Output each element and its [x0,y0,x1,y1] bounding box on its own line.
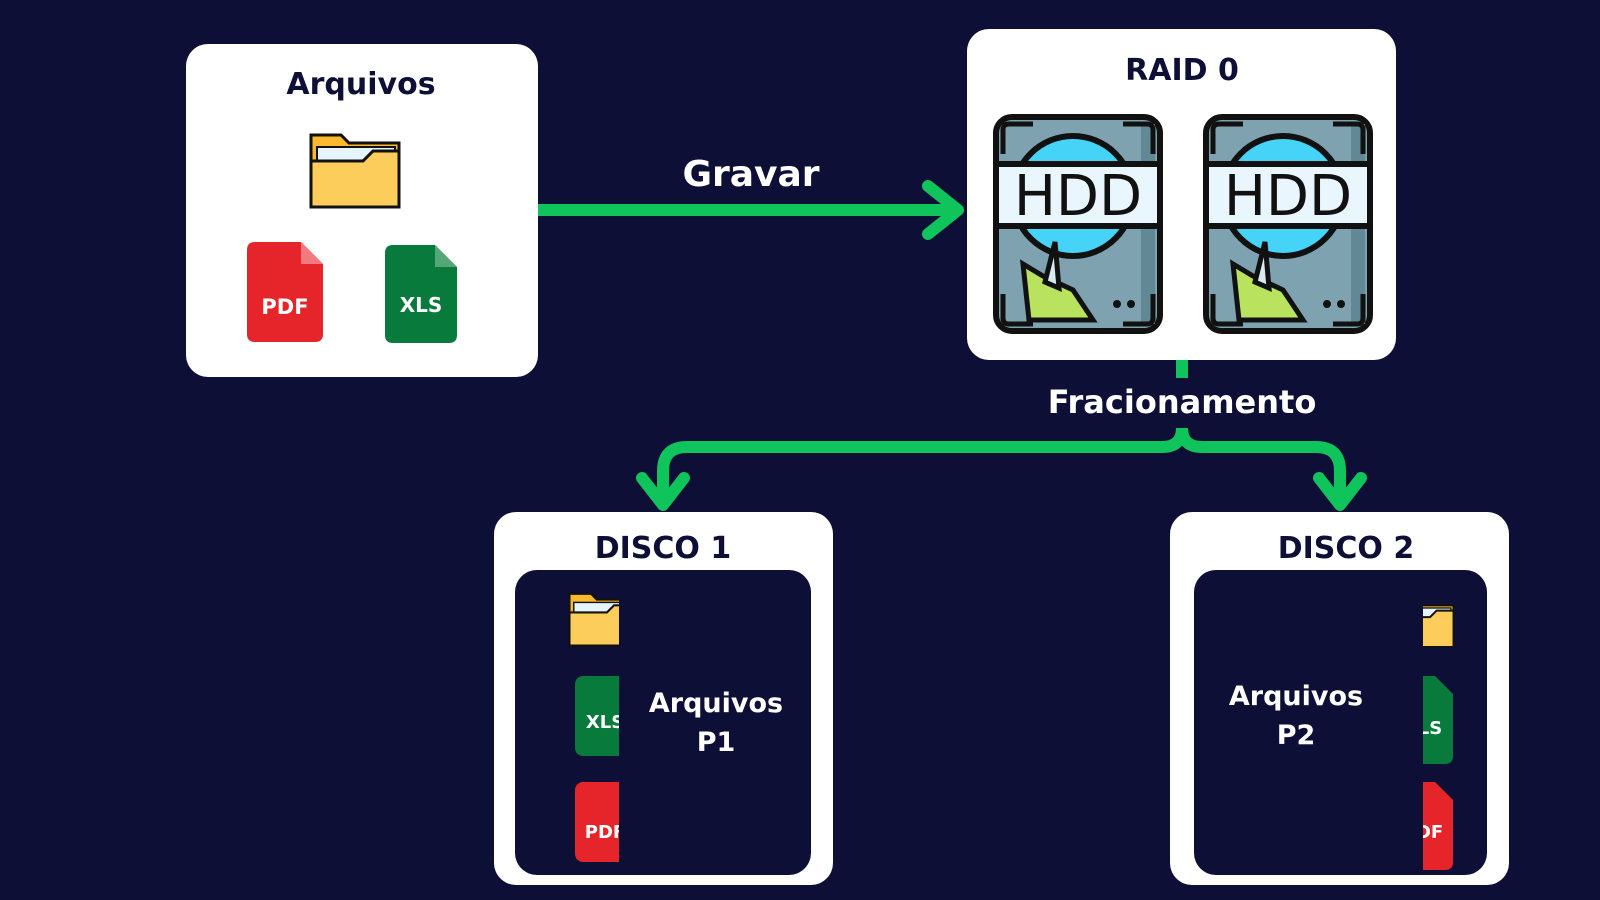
svg-text:XLS: XLS [400,293,443,317]
svg-text:XLS: XLS [1404,718,1442,739]
disk2-label-line2: P2 [1277,720,1316,751]
svg-text:XLS: XLS [586,712,624,733]
split-arrow-label: Fracionamento [1048,383,1317,421]
raid0-card: RAID 0 HDD HDD [967,29,1396,360]
folder-icon [309,133,401,209]
disk1-title: DISCO 1 [595,531,732,566]
svg-text:PDF: PDF [585,822,625,843]
disk2-title: DISCO 2 [1278,531,1415,566]
disk1-label-line2: P1 [697,727,736,758]
source-title: Arquivos [286,67,435,102]
source-files-card: Arquivos PDF XLS [186,44,538,377]
disk1-label-line1: Arquivos [649,688,783,719]
raid-title: RAID 0 [1125,53,1239,88]
pdf-file-icon-partial: PDF [575,782,625,862]
pdf-file-icon: PDF [247,242,323,342]
xls-file-icon-partial: XLS [575,676,624,756]
xls-file-icon: XLS [385,245,457,343]
disk2-card: DISCO 2 XLS PDF Arquivos P2 [1170,512,1509,885]
hdd-icon: HDD [1206,117,1370,331]
split-arrow: Fracionamento [636,358,1367,511]
write-arrow: Gravar [538,154,964,240]
svg-text:HDD: HDD [1224,164,1352,229]
hdd-icon: HDD [996,117,1160,331]
disk2-label-line1: Arquivos [1229,681,1363,712]
svg-text:PDF: PDF [261,295,308,319]
svg-text:PDF: PDF [1403,822,1443,843]
disk1-card: DISCO 1 XLS PDF Arquivos P1 [494,512,833,885]
write-arrow-label: Gravar [682,154,819,195]
svg-text:HDD: HDD [1014,164,1142,229]
xls-file-icon-partial: XLS [1404,676,1453,764]
pdf-file-icon-partial: PDF [1403,782,1453,870]
